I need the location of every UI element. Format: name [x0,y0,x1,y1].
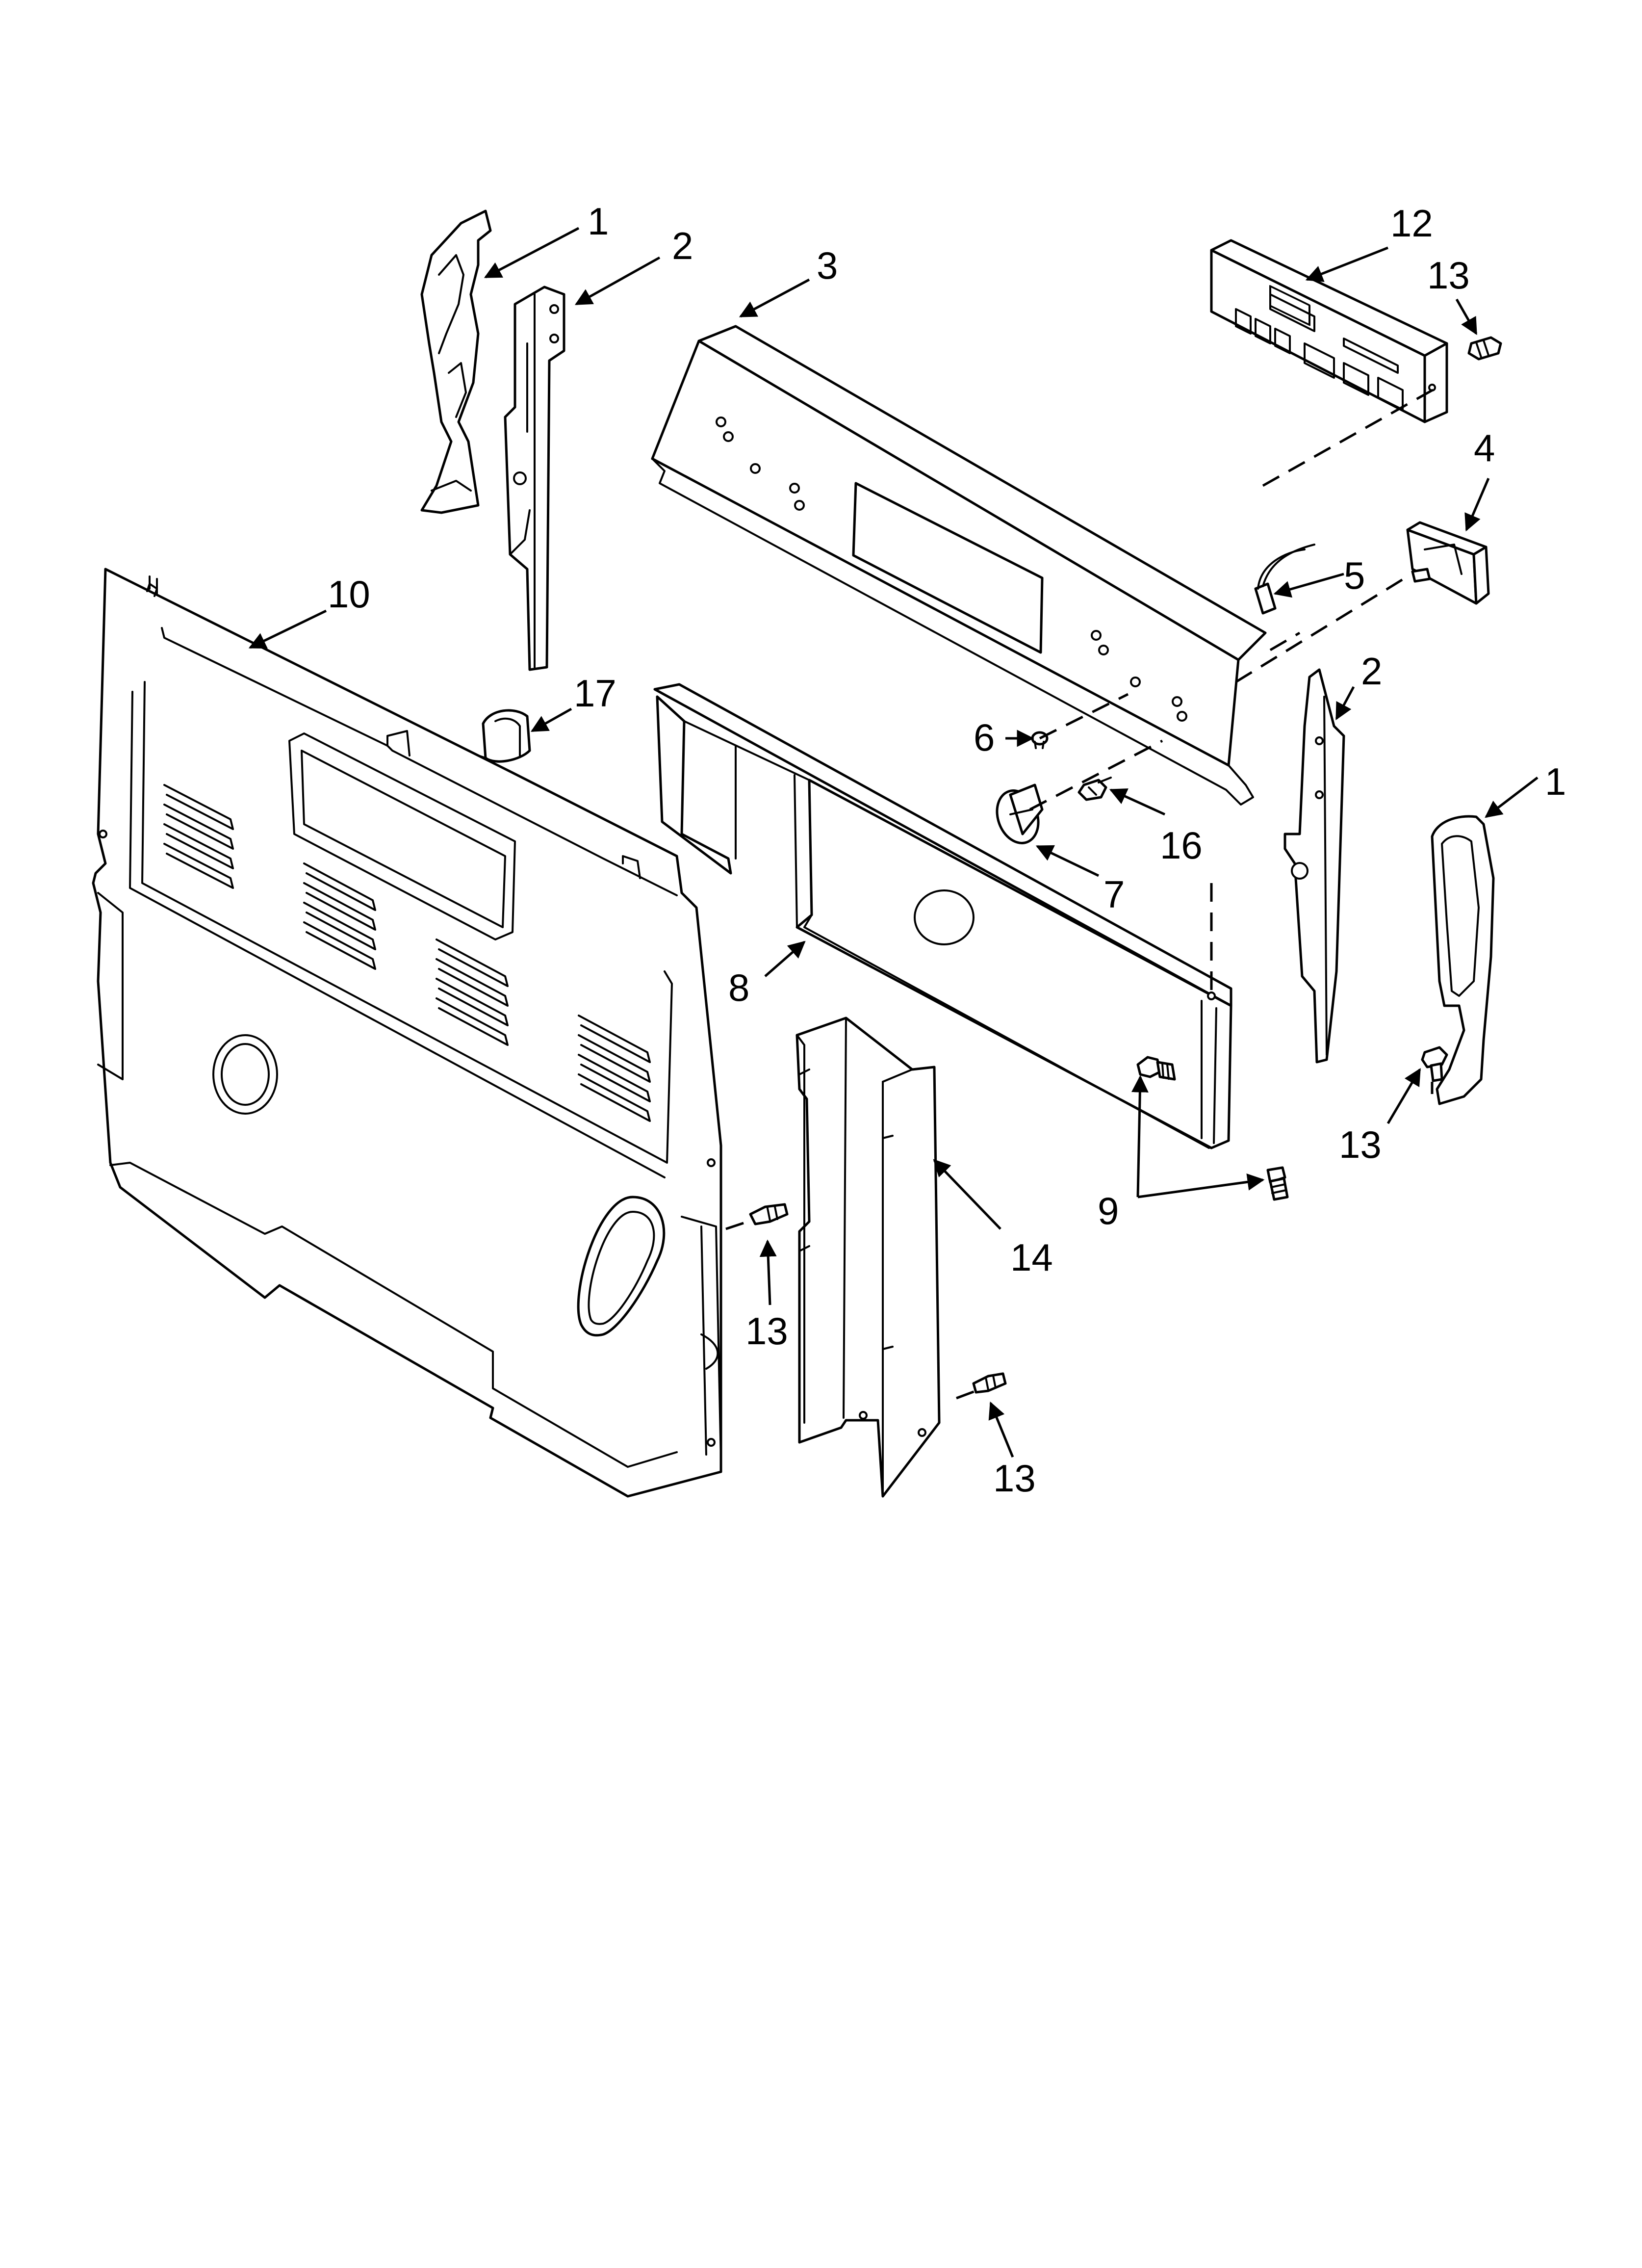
part-end-cap-left [420,209,492,514]
callout-1-right: 1 [1545,760,1566,803]
part-end-cap-right [1431,815,1495,1105]
assembly-lines [725,386,1438,1400]
part-side-bracket-left [504,286,565,671]
part-screw-right-side [1421,1046,1448,1082]
callout-1-left: 1 [588,200,609,243]
callout-13-bottom: 13 [993,1457,1036,1500]
callout-8: 8 [728,966,749,1009]
part-screw-16 [1078,777,1112,801]
callout-13-left: 13 [745,1309,788,1353]
part-knob [996,783,1044,844]
callout-2-left: 2 [672,224,693,267]
part-control-panel [651,325,1267,806]
vent-slots-center-right [436,938,509,1046]
callout-10: 10 [328,573,370,616]
callout-2-right: 2 [1361,650,1382,693]
callout-17: 17 [574,672,616,715]
callout-16: 16 [1160,824,1203,867]
part-rear-panel [653,683,1232,1149]
vent-slots-right [578,1015,651,1122]
callout-5: 5 [1344,554,1365,597]
leader-arrows [248,227,1539,1458]
vent-slots-center-left [303,862,376,970]
callout-6: 6 [974,716,995,759]
part-wire-harness [1254,544,1315,615]
part-main-back-panel [92,568,722,1498]
part-screw-top-right [1467,336,1502,361]
part-channel-bracket [795,1017,941,1498]
callout-7: 7 [1103,873,1125,916]
callout-14: 14 [1010,1236,1053,1279]
callout-13-right: 13 [1339,1123,1382,1166]
callout-4: 4 [1474,426,1495,469]
callout-12: 12 [1390,202,1433,245]
callout-3: 3 [817,244,838,287]
callout-9: 9 [1098,1189,1119,1232]
part-electronic-control [1210,239,1448,423]
part-screw-9-left [1136,1056,1176,1081]
vent-slots-left [163,784,234,889]
part-screw-lower-left [749,1203,789,1225]
part-screw-9-right [1266,1166,1289,1201]
callout-labels: 1 2 3 12 13 4 5 10 17 6 2 1 16 7 8 14 9 … [328,200,1566,1500]
part-switch [1406,521,1490,605]
part-screw-lower-center [972,1372,1007,1394]
part-clip [477,709,531,763]
part-side-bracket-right [1283,668,1345,1064]
callout-13-top: 13 [1427,254,1470,297]
